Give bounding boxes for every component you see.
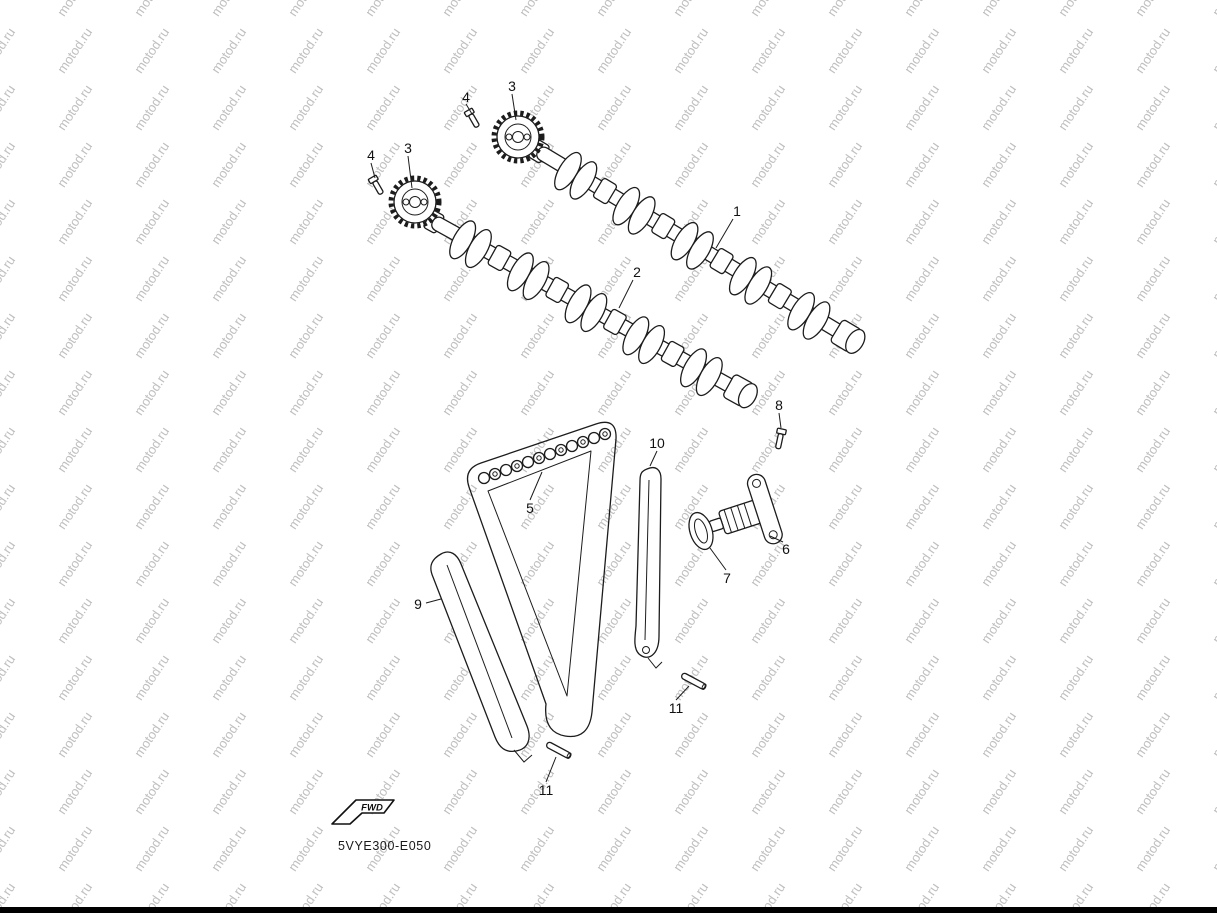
- camshaft-upper: [528, 139, 866, 354]
- callout-bolt-lower: 4: [367, 147, 375, 163]
- chain-tensioner: [708, 473, 783, 545]
- tensioner-gasket: [688, 511, 714, 551]
- guide-pin-front: [545, 741, 572, 759]
- callout-sprocket-lower: 3: [404, 140, 412, 156]
- fwd-label: FWD: [361, 803, 383, 814]
- timing-chain: [466, 421, 617, 738]
- diagram-code: 5VYE300-E050: [338, 839, 432, 853]
- leader-lines: [370, 93, 784, 783]
- callout-timing-chain: 5: [526, 500, 534, 516]
- fwd-arrow: FWD: [331, 799, 395, 825]
- chain-guide-rear: [634, 466, 663, 669]
- sprocket-bolt-lower: [367, 174, 384, 195]
- callout-guide-front: 9: [414, 596, 422, 612]
- callout-pin-rear: 11: [668, 700, 684, 716]
- callout-tensioner: 6: [782, 541, 790, 557]
- callout-camshaft-upper: 1: [733, 203, 741, 219]
- callout-pin-front: 11: [538, 782, 554, 798]
- chain-guide-front: [430, 551, 533, 763]
- guide-pin-rear: [680, 672, 707, 690]
- sprocket-bolt-upper: [463, 107, 480, 128]
- callout-tensioner-bolt: 8: [775, 397, 783, 413]
- callout-guide-rear: 10: [649, 435, 665, 451]
- cam-sprocket-lower: [388, 175, 442, 229]
- callout-bolt-upper: 4: [462, 89, 470, 105]
- callout-gasket: 7: [723, 570, 731, 586]
- cam-sprocket-upper: [491, 110, 545, 164]
- tensioner-bolt: [775, 427, 787, 450]
- callout-sprocket-upper: 3: [508, 78, 516, 94]
- bottom-border-bar: [0, 907, 1217, 913]
- callout-camshaft-lower: 2: [633, 264, 641, 280]
